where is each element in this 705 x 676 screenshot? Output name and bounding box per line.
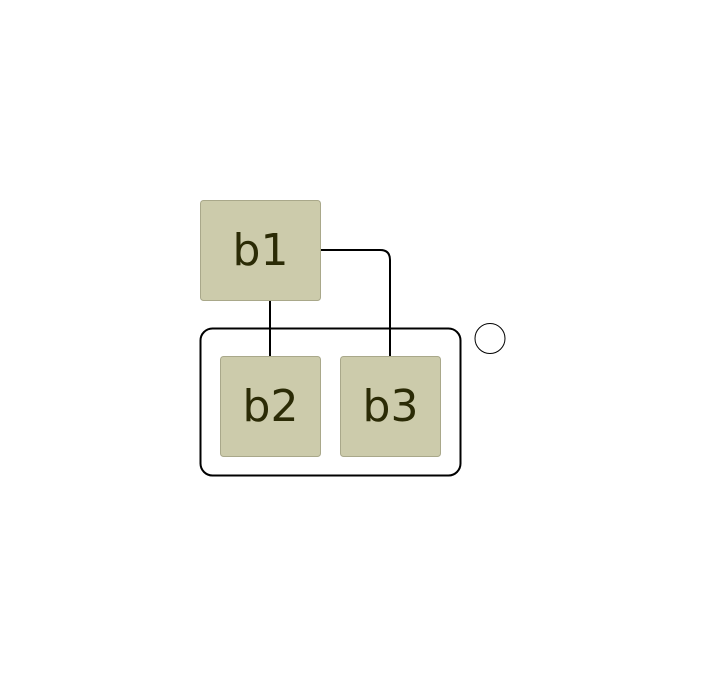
node-b3[interactable]: b3: [340, 356, 441, 457]
node-b3-box: [340, 356, 441, 457]
node-b2-label: b2: [243, 381, 299, 432]
group-marker-circle[interactable]: [474, 323, 506, 354]
node-b2[interactable]: b2: [220, 356, 321, 457]
edge-b1-b3: [320, 249, 391, 356]
node-b1[interactable]: b1: [200, 200, 321, 301]
node-b3-label: b3: [363, 381, 419, 432]
node-b2-box: [220, 356, 321, 457]
node-b1-box: [200, 200, 321, 301]
node-b1-label: b1: [233, 225, 289, 276]
group-container: [199, 327, 462, 477]
